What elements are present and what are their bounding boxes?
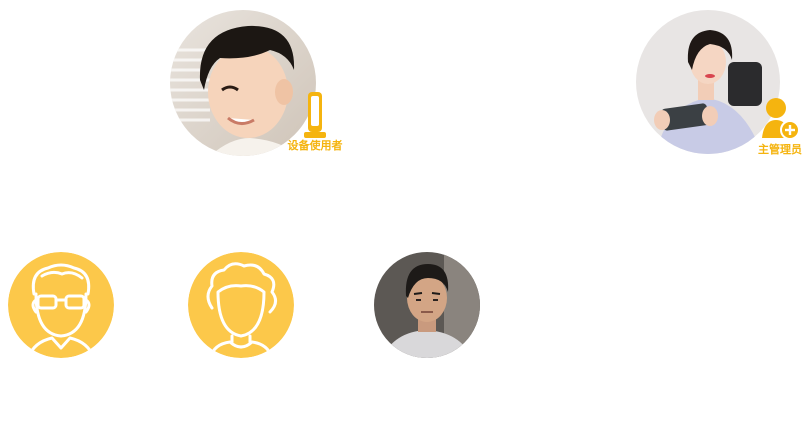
admin-avatar[interactable]: [636, 10, 780, 154]
device-user-badge: 设备使用者: [282, 90, 348, 152]
device-user-label: 设备使用者: [287, 139, 343, 152]
main-admin-badge: 主管理员: [752, 96, 808, 156]
child-avatar[interactable]: [170, 10, 316, 156]
man-photo: [374, 252, 480, 358]
grandmother-icon: [188, 252, 294, 358]
grandfather-avatar[interactable]: [8, 252, 114, 358]
main-admin-label: 主管理员: [758, 143, 802, 156]
child-photo: [170, 10, 316, 156]
device-icon: [304, 92, 326, 138]
woman-photo: [636, 10, 780, 154]
admin-add-user-icon: [762, 98, 800, 140]
man-avatar[interactable]: [374, 252, 480, 358]
grandmother-avatar[interactable]: [188, 252, 294, 358]
grandfather-icon: [8, 252, 114, 358]
